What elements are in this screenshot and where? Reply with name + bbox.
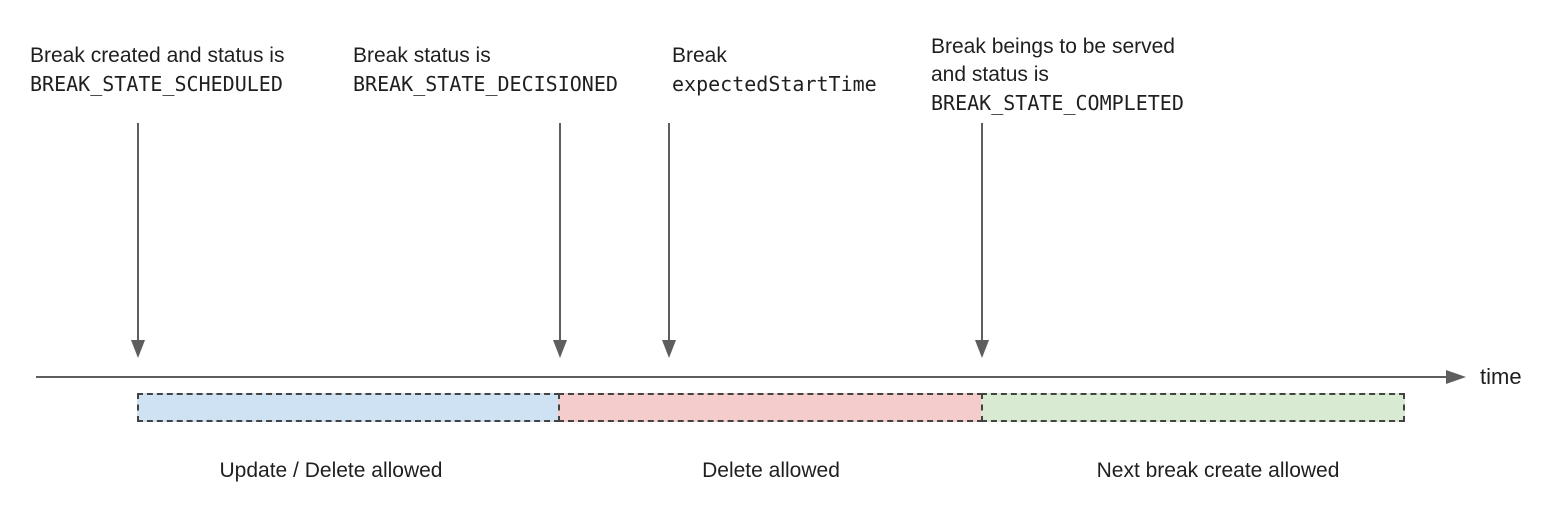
- down-arrow-scheduled: [131, 123, 145, 358]
- down-arrowhead-icon: [553, 340, 567, 358]
- arrow-shaft: [137, 123, 139, 342]
- annotation-text: Break created and status is: [30, 44, 285, 67]
- annotation-text: Break beings to be served: [931, 35, 1175, 58]
- segment-next-create: [981, 393, 1405, 422]
- down-arrowhead-icon: [131, 340, 145, 358]
- annotation-text: Break: [672, 44, 727, 67]
- arrow-shaft: [559, 123, 561, 342]
- period-bar: [137, 393, 1405, 422]
- arrow-shaft: [981, 123, 983, 342]
- annotation-code: BREAK_STATE_SCHEDULED: [30, 72, 283, 96]
- arrow-shaft: [668, 123, 670, 342]
- right-arrowhead-icon: [1446, 370, 1466, 384]
- annotation-code: expectedStartTime: [672, 72, 877, 96]
- annotation-code: BREAK_STATE_DECISIONED: [353, 72, 618, 96]
- annotation-break-completed: Break beings to be served and status is …: [931, 33, 1184, 117]
- annotation-expected-start-time: Break expectedStartTime: [672, 42, 877, 98]
- down-arrowhead-icon: [975, 340, 989, 358]
- segment-label-update-delete: Update / Delete allowed: [219, 459, 443, 482]
- annotation-text: Break status is: [353, 44, 491, 67]
- down-arrow-completed: [975, 123, 989, 358]
- segment-label-delete: Delete allowed: [702, 459, 840, 482]
- down-arrowhead-icon: [662, 340, 676, 358]
- annotation-code: BREAK_STATE_COMPLETED: [931, 91, 1184, 115]
- segment-update-delete: [137, 393, 560, 422]
- segment-label-next-create: Next break create allowed: [1096, 459, 1340, 482]
- down-arrow-expected-start: [662, 123, 676, 358]
- segment-delete: [558, 393, 983, 422]
- annotation-break-scheduled: Break created and status is BREAK_STATE_…: [30, 42, 284, 98]
- annotation-break-decisioned: Break status is BREAK_STATE_DECISIONED: [353, 42, 618, 98]
- time-axis-line: [36, 376, 1448, 378]
- time-axis-label: time: [1480, 364, 1522, 389]
- down-arrow-decisioned: [553, 123, 567, 358]
- annotation-text: and status is: [931, 63, 1049, 86]
